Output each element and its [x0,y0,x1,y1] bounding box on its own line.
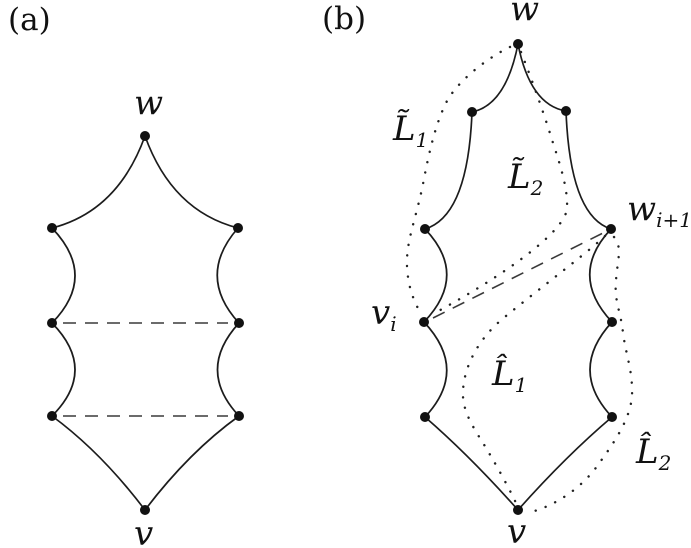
vertex-label-b-w: w [510,0,539,29]
vertex-dot [47,318,57,328]
panel-b-label: (b) [322,1,366,37]
vertex-dot-a-v [140,505,150,515]
dotted-path-hat-L1 [461,234,607,505]
vertex-label-b-v: v [507,512,526,548]
panel-a-dashed-chords [63,322,228,417]
vertex-dot [47,223,57,233]
vertex-label-vi: vi [371,293,397,336]
vertex-dot [561,106,571,116]
path-label-hat-L2: L̂2 [635,431,671,475]
vertex-dot [607,317,617,327]
vertex-dot [607,412,617,422]
path-label-hat-L1: L̂1 [491,353,527,397]
vertex-label-a-w: w [134,83,163,123]
vertex-dot-b-vi [419,317,429,327]
vertex-dot [467,107,477,117]
vertex-dot [234,318,244,328]
panel-b-graph-outline [422,43,614,512]
vertex-dot [47,411,57,421]
dotted-path-hat-L2 [525,235,634,515]
path-label-tilde-L1: L̃1 [392,109,428,152]
vertex-dot [420,412,430,422]
vertex-label-a-v: v [134,514,153,548]
vertex-dot-b-w [513,39,523,49]
vertex-dot-b-v [513,505,523,515]
vertex-label-wi1: wi+1 [627,189,691,232]
panel-b: (b) w v vi wi+1 L̃1 L̃2 L̂1 L̂2 [322,0,691,548]
panel-a-label: (a) [8,2,51,38]
panel-b-dashed-chord-vi-wi1 [432,232,604,319]
path-label-tilde-L2: L̃2 [507,157,543,200]
vertex-dot-a-w [140,131,150,141]
vertex-dot-b-wi1 [606,224,616,234]
dotted-path-tilde-L1 [405,45,512,316]
vertex-dot [233,223,243,233]
panel-a-graph-outline [50,133,241,512]
vertex-dot [234,411,244,421]
vertex-dot [420,224,430,234]
panel-a: (a) w v [8,2,244,548]
